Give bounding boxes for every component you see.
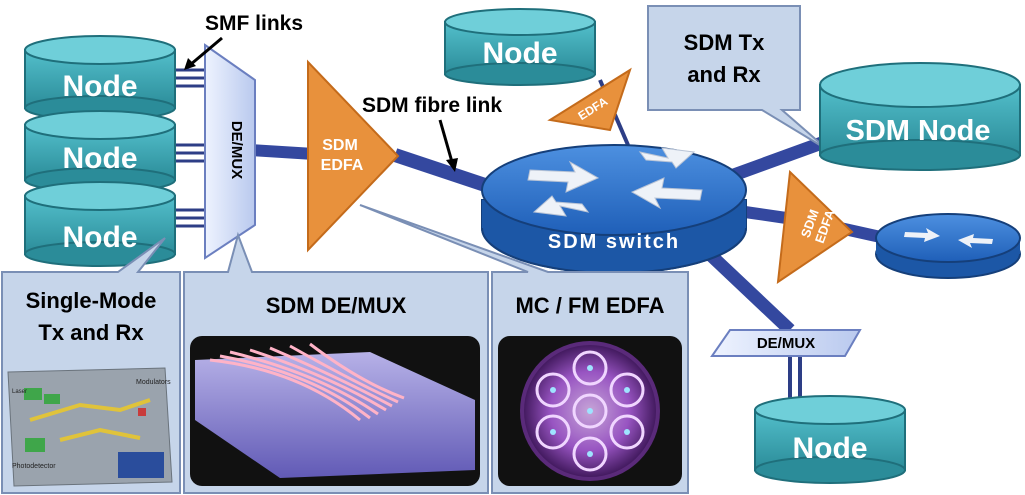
- multicore-fibre-image: [498, 336, 682, 486]
- node-top-center: Node: [444, 8, 596, 86]
- demux-vertical-label: DE/MUX: [228, 121, 245, 179]
- fibre-switch-demux-bottom: [695, 240, 795, 335]
- sdm-fibre-link-arrowhead: [446, 158, 458, 172]
- sdm-fibre-link-label: SDM fibre link: [362, 94, 502, 117]
- sdm-node-label: SDM Node: [846, 115, 991, 147]
- chip-label-modulators: Modulators: [136, 379, 171, 386]
- sdm-edfa-main: SDM EDFA: [307, 59, 400, 253]
- callout-single-mode-line1: Single-Mode: [26, 288, 157, 313]
- switch-arrows-icon: [527, 147, 703, 217]
- sdm-edfa-main-label-2: EDFA: [321, 157, 364, 174]
- smf-links-arrow: [189, 36, 223, 67]
- callout-sdm-txrx-line1: SDM Tx: [684, 30, 765, 55]
- callout-sdm-txrx-line2: and Rx: [687, 62, 761, 87]
- callout-sdm-demux: SDM DE/MUX: [183, 231, 489, 494]
- smf-links-label: SMF links: [205, 12, 303, 35]
- chip-label-laser: Laser: [12, 389, 27, 395]
- node-bottom-right: Node: [754, 395, 906, 484]
- smf-link-lines: [170, 68, 208, 228]
- sdm-switch-label: SDM switch: [548, 231, 680, 253]
- callout-single-mode: Single-Mode Tx and Rx Laser Modulators P…: [1, 237, 181, 494]
- sdm-edfa-main-label-1: SDM: [322, 137, 358, 154]
- callout-mc-fm-edfa-title: MC / FM EDFA: [515, 293, 664, 318]
- demux-vertical: DE/MUX: [204, 43, 256, 260]
- smf-links-arrowhead: [184, 58, 196, 70]
- node-left-bottom: Node: [24, 181, 176, 267]
- router-small: [875, 213, 1021, 279]
- demux-waveguide-image: [190, 336, 480, 486]
- demux-bottom-label: DE/MUX: [757, 335, 815, 352]
- callout-sdm-txrx: SDM Tx and Rx: [647, 5, 829, 151]
- node-left-top: Node: [24, 35, 176, 121]
- sdm-node: SDM Node: [819, 62, 1021, 171]
- edfa-small: EDFA: [547, 67, 632, 132]
- callout-single-mode-line2: Tx and Rx: [38, 320, 144, 345]
- photonic-chip-image: Laser Modulators Photodetector: [7, 367, 173, 487]
- sdm-switch: SDM switch: [481, 144, 747, 274]
- node-left-mid: Node: [24, 110, 176, 193]
- sdm-edfa-right: SDM EDFA: [776, 169, 854, 285]
- node-label: Node: [793, 432, 868, 465]
- demux-bottom: DE/MUX: [710, 329, 862, 357]
- callout-sdm-demux-title: SDM DE/MUX: [266, 293, 407, 318]
- chip-label-photodetector: Photodetector: [12, 463, 56, 470]
- router-arrows-icon: [904, 228, 993, 248]
- node-label: Node: [63, 221, 138, 254]
- sdm-fibre-link-arrow: [438, 119, 454, 163]
- node-label: Node: [483, 37, 558, 70]
- fibre-switch-sdmnode: [717, 133, 833, 187]
- node-label: Node: [63, 142, 138, 175]
- callout-mc-fm-edfa: MC / FM EDFA: [359, 204, 689, 494]
- node-label: Node: [63, 70, 138, 103]
